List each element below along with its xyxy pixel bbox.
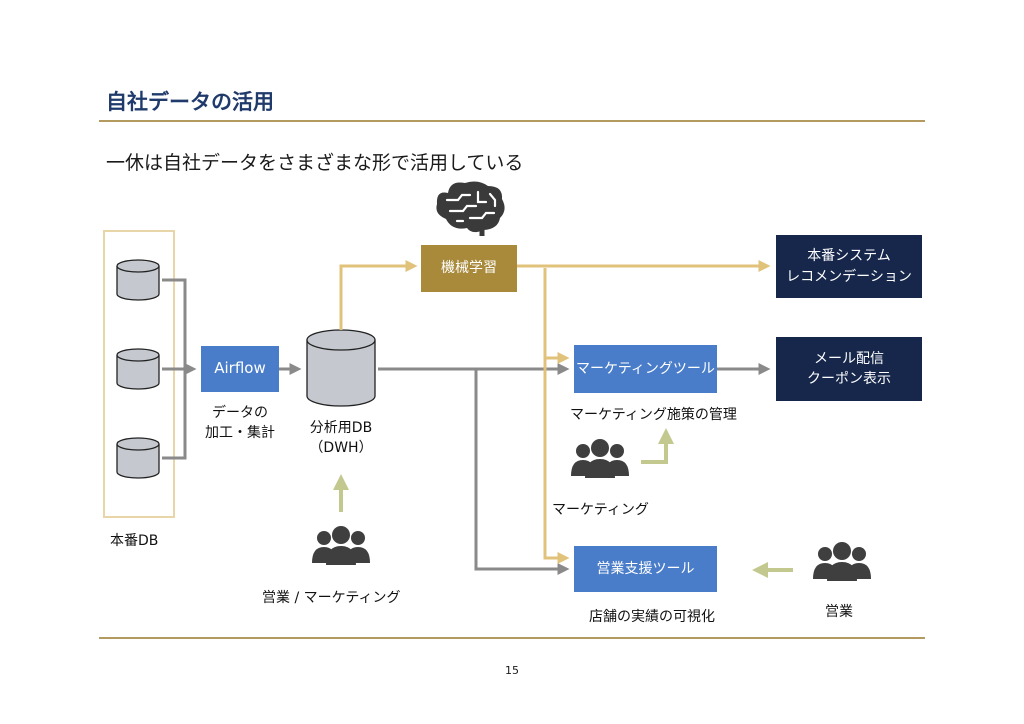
- people-group-icon: [813, 542, 871, 581]
- db-to-airflow-arrows: [162, 278, 302, 460]
- processing-line1: データの: [212, 405, 268, 421]
- marketing-mgmt-label: マーケティング施策の管理: [570, 407, 737, 423]
- processing-line2: 加工・集計: [205, 425, 275, 442]
- ml-arrows: [339, 260, 771, 564]
- airflow-node: Airflow: [201, 346, 279, 392]
- people-group-icon: [571, 439, 629, 478]
- prod-system-node: 本番システム レコメンデーション: [776, 235, 922, 298]
- mail-coupon-node: メール配信 クーポン表示: [776, 337, 922, 401]
- slide-subtitle: 一休は自社データをさまざまな形で活用している: [106, 152, 524, 174]
- prod-system-line2: レコメンデーション: [786, 268, 912, 285]
- sales-team-label: 営業: [825, 604, 853, 620]
- store-visualization-label: 店舗の実績の可視化: [589, 609, 715, 625]
- brain-icon: [436, 181, 505, 236]
- database-icon: [116, 437, 160, 479]
- dwh-output-arrows: [378, 363, 771, 575]
- user-arrows: [333, 428, 793, 578]
- mail-line1: メール配信: [814, 350, 884, 367]
- dwh-database-icon: [306, 329, 376, 407]
- sales-marketing-team-label: 営業 / マーケティング: [262, 590, 401, 606]
- prod-db-frame: [103, 230, 175, 518]
- marketing-tool-label: マーケティングツール: [576, 360, 715, 377]
- sales-tool-node: 営業支援ツール: [574, 546, 717, 592]
- people-group-icon: [312, 526, 370, 565]
- ml-node: 機械学習: [421, 245, 517, 292]
- dwh-line2: （DWH）: [309, 440, 373, 457]
- footer-rule: [99, 637, 925, 639]
- database-icon: [116, 259, 160, 301]
- slide-title: 自社データの活用: [106, 90, 274, 114]
- dwh-label: 分析用DB （DWH）: [296, 418, 386, 459]
- sales-tool-label: 営業支援ツール: [596, 560, 695, 577]
- processing-label: データの 加工・集計: [196, 403, 284, 444]
- title-rule: [99, 120, 925, 122]
- prod-db-label: 本番DB: [110, 533, 159, 549]
- marketing-tool-node: マーケティングツール: [574, 345, 717, 393]
- mail-line2: クーポン表示: [807, 371, 891, 387]
- prod-system-line1: 本番システム: [807, 248, 891, 265]
- ml-node-label: 機械学習: [441, 260, 497, 277]
- dwh-line1: 分析用DB: [309, 420, 373, 436]
- database-icon: [116, 348, 160, 390]
- page-number: 15: [505, 664, 519, 677]
- marketing-team-label: マーケティング: [552, 502, 649, 518]
- airflow-node-label: Airflow: [214, 359, 266, 378]
